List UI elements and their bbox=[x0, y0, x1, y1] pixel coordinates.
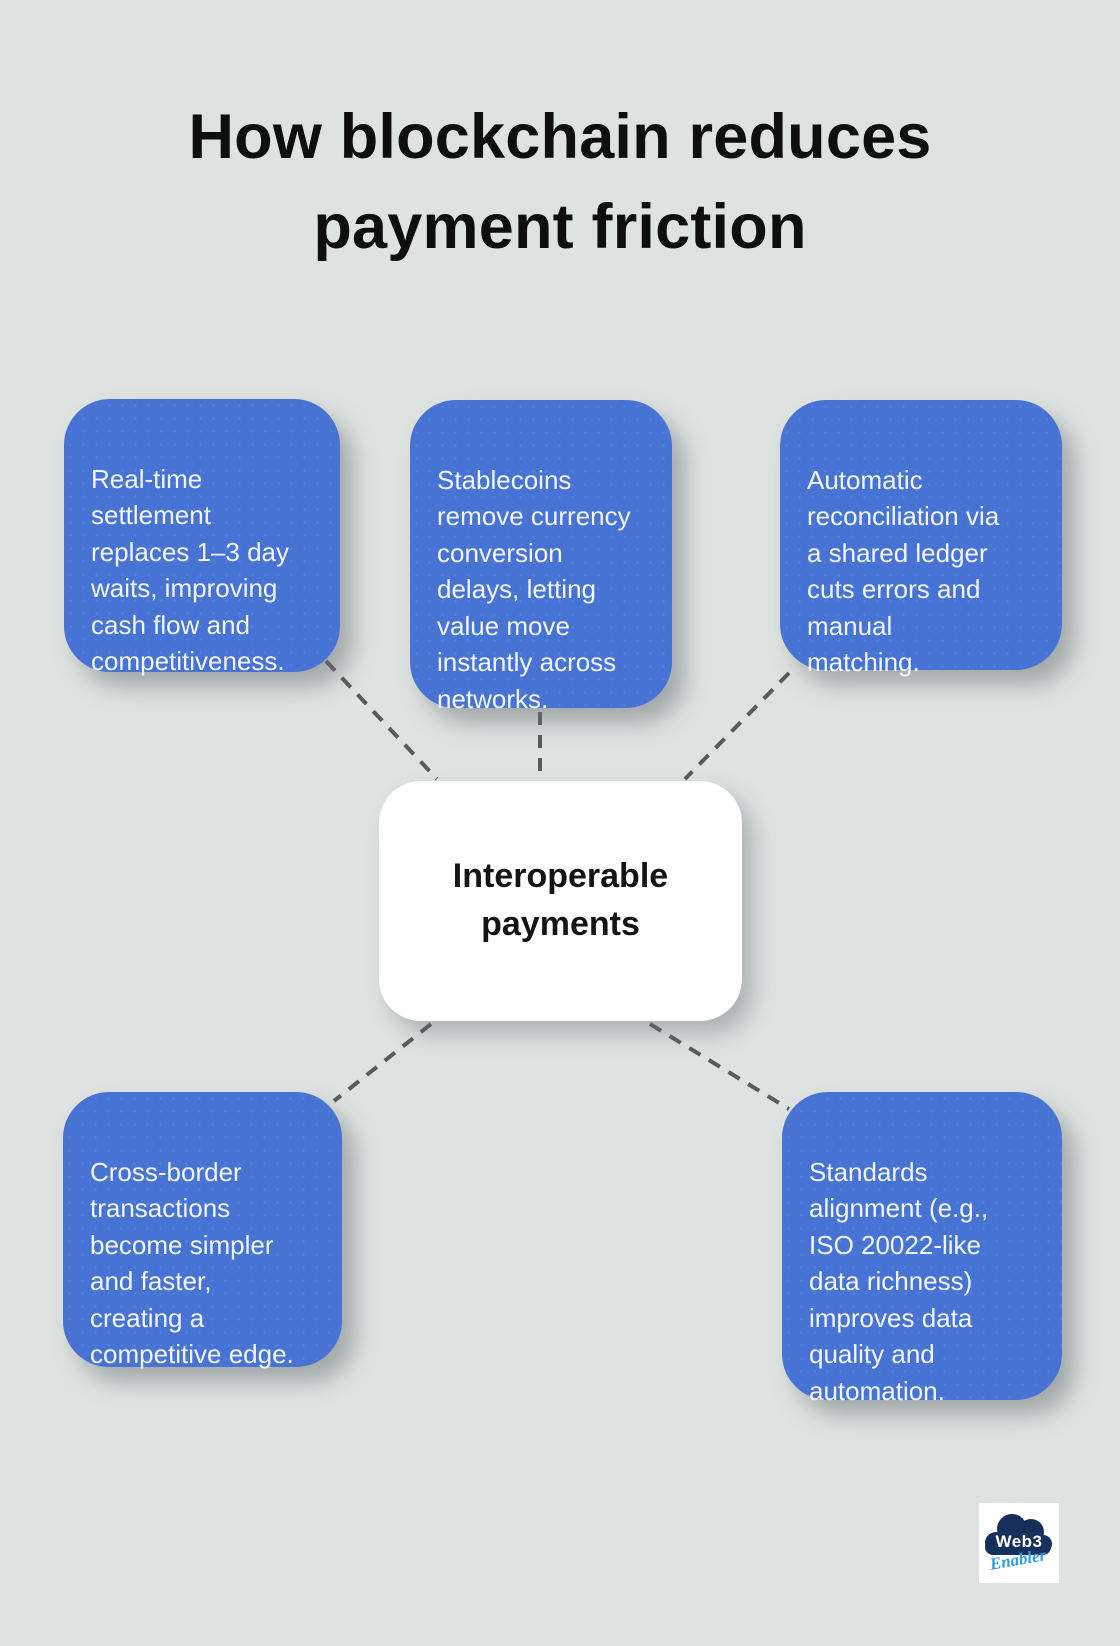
cloud-icon bbox=[985, 1514, 1052, 1555]
factor-card-stablecoins: Stablecoins remove currency conversion d… bbox=[410, 400, 672, 714]
connector-reconciliation-center bbox=[683, 671, 791, 781]
factor-card-real-time-settlement: Real-time settlement replaces 1–3 day wa… bbox=[64, 399, 340, 676]
page-title: How blockchain reduces payment friction bbox=[188, 102, 932, 263]
factor-card-text: Real-time settlement replaces 1–3 day wa… bbox=[91, 463, 290, 677]
center-node: Interoperable payments bbox=[379, 781, 742, 1021]
logo-name: Web3 bbox=[995, 1532, 1043, 1551]
factor-card-text: Stablecoins remove currency conversion d… bbox=[437, 464, 631, 714]
factor-card-cross-border: Cross-border transactions become simpler… bbox=[63, 1092, 342, 1369]
factor-card-text: Automatic reconciliation via a shared le… bbox=[807, 464, 1000, 678]
factor-card-standards-alignment: Standards alignment (e.g., ISO 20022-lik… bbox=[782, 1092, 1062, 1406]
factor-card-automatic-reconciliation: Automatic reconciliation via a shared le… bbox=[780, 400, 1062, 677]
factor-card-text: Cross-border transactions become simpler… bbox=[90, 1156, 294, 1370]
brand-logo: Web3 Enabler bbox=[979, 1503, 1059, 1583]
center-node-label: Interoperable payments bbox=[452, 857, 669, 943]
factor-card-text: Standards alignment (e.g., ISO 20022-lik… bbox=[809, 1156, 989, 1406]
connector-center-standards bbox=[648, 1022, 791, 1111]
connector-center-crossborder bbox=[332, 1022, 433, 1103]
